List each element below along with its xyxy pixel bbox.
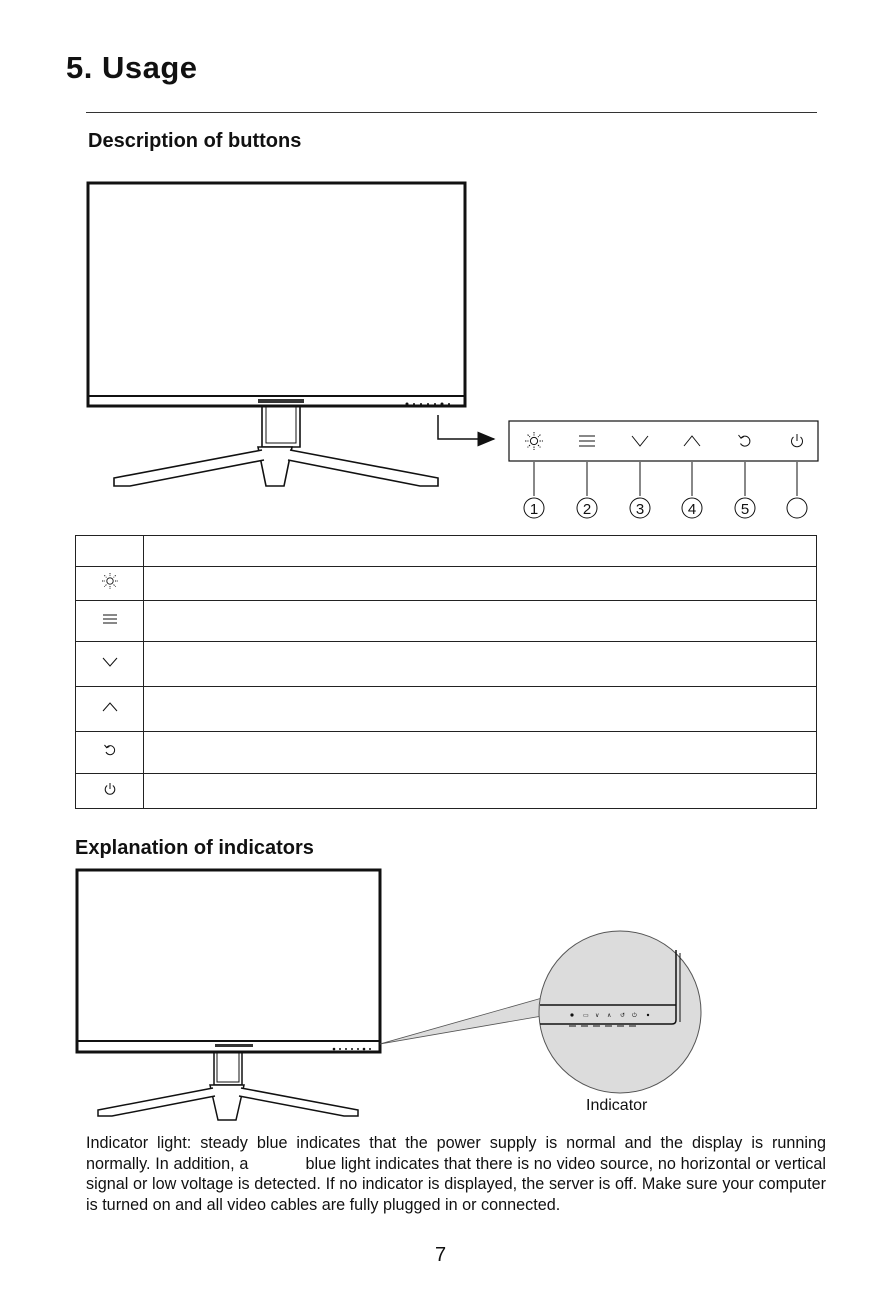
menu-icon <box>579 435 595 447</box>
button-strip <box>508 420 819 462</box>
svg-text:▭: ▭ <box>583 1013 589 1019</box>
table-header-cell <box>143 535 817 567</box>
back-icon <box>103 744 115 756</box>
indicators-section-heading: Explanation of indicators <box>75 837 314 859</box>
buttons-section-heading: Description of buttons <box>88 130 302 152</box>
brightness-icon <box>101 573 118 589</box>
chevron-down-icon <box>631 435 649 447</box>
indicator-description: Indicator light: steady blue indicates t… <box>86 1134 826 1214</box>
indicator-label: Indicator <box>586 1097 648 1114</box>
power-icon <box>791 434 803 448</box>
table-row <box>75 773 817 809</box>
table-row <box>75 600 817 642</box>
button-description <box>143 600 817 642</box>
svg-text:↺: ↺ <box>620 1012 625 1019</box>
callout-number-circles: 1 2 3 4 5 <box>523 497 808 519</box>
monitor-front-view <box>86 181 467 487</box>
callout-number: 4 <box>688 501 696 518</box>
callout-circle <box>734 497 756 519</box>
button-callout-connector <box>437 415 496 447</box>
callout-number: 5 <box>741 501 749 518</box>
svg-text:⏻: ⏻ <box>632 1012 637 1019</box>
power-icon <box>104 782 115 795</box>
callout-number: 2 <box>583 501 591 518</box>
button-description <box>143 686 817 732</box>
table-header-cell <box>75 535 144 567</box>
callout-circle <box>576 497 598 519</box>
callout-circle <box>523 497 545 519</box>
callout-circle <box>681 497 703 519</box>
table-row <box>75 731 817 774</box>
callout-number: 3 <box>636 501 644 518</box>
title-rule <box>86 112 817 113</box>
button-description <box>143 641 817 687</box>
monitor-indicator-view <box>75 868 382 1121</box>
page-number: 7 <box>435 1244 447 1266</box>
table-row <box>75 566 817 601</box>
button-strip-icons <box>525 432 803 450</box>
button-description <box>143 566 817 601</box>
table-header-row <box>75 535 817 567</box>
back-icon <box>738 434 751 447</box>
table-row <box>75 686 817 732</box>
callout-circle <box>629 497 651 519</box>
button-description <box>143 731 817 774</box>
chevron-up-icon <box>683 435 701 447</box>
callout-lines <box>533 462 798 496</box>
callout-circle <box>786 497 808 519</box>
menu-icon <box>102 614 117 624</box>
callout-number: 1 <box>530 501 538 518</box>
table-row <box>75 641 817 687</box>
brightness-icon <box>525 432 543 450</box>
button-description <box>143 773 817 809</box>
svg-text:∧: ∧ <box>607 1013 611 1019</box>
chevron-up-icon <box>102 702 117 712</box>
page-title: 5. Usage <box>66 50 198 85</box>
button-description-table <box>75 535 817 809</box>
indicator-magnifier: ▭ ∨ ∧ ↺ ⏻ <box>379 930 702 1094</box>
svg-text:∨: ∨ <box>595 1013 599 1019</box>
chevron-down-icon <box>102 657 117 667</box>
